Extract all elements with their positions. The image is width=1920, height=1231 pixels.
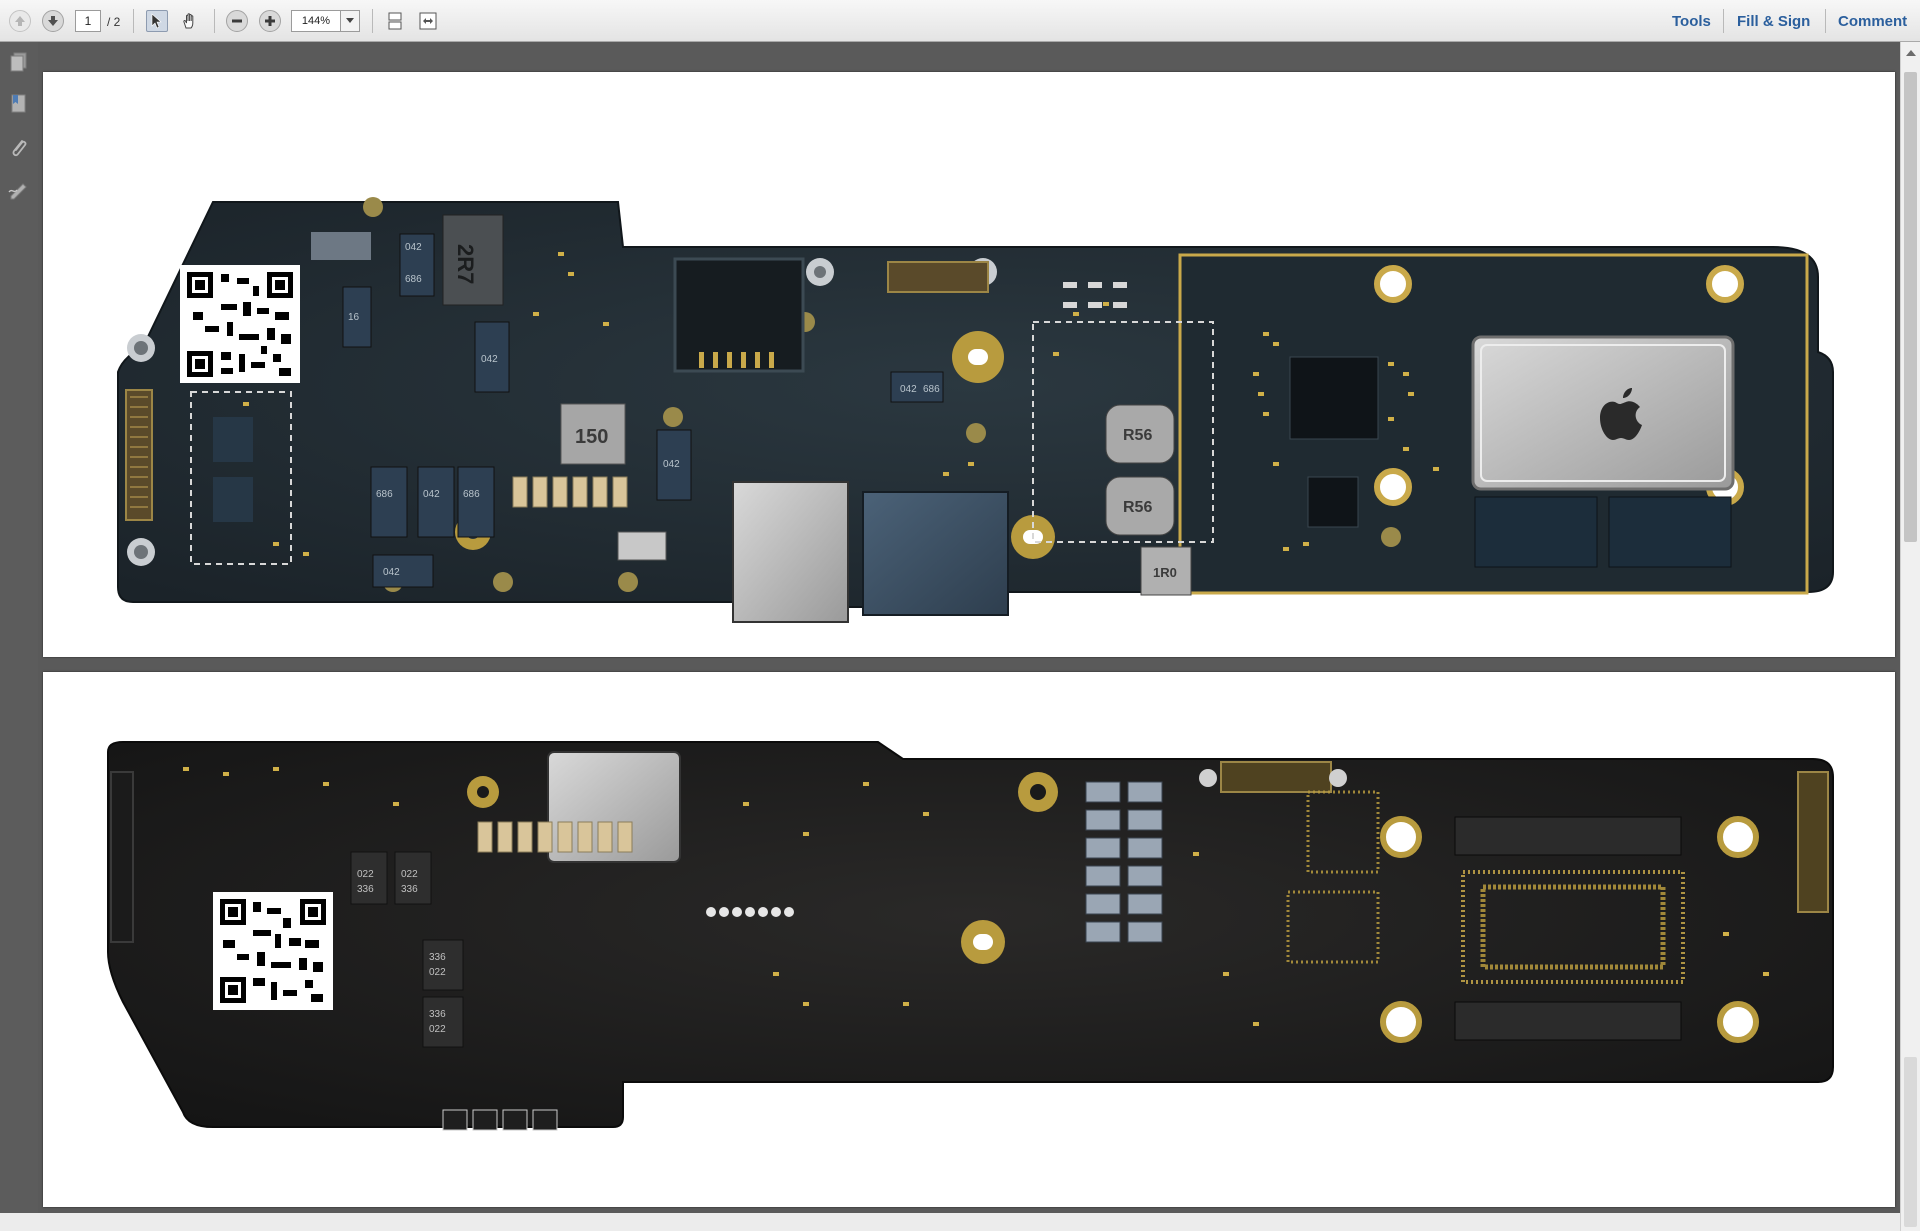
zoom-dropdown-button[interactable] [341, 10, 360, 32]
component-label: 042 [383, 567, 400, 578]
scrolling-mode-button[interactable] [384, 10, 406, 32]
inductor-label: R56 [1123, 427, 1152, 444]
inductor-label: 2R7 [453, 244, 478, 284]
document-page-2: 022 336 022 336 336 022 336 022 [43, 672, 1895, 1207]
component-label: 022 [357, 869, 374, 880]
next-page-button[interactable] [42, 10, 64, 32]
component-label: 042 [405, 242, 422, 253]
status-strip [0, 1213, 1920, 1231]
bookmark-icon [11, 94, 26, 113]
toolbar-divider [1723, 9, 1724, 33]
component-label: 16 [348, 312, 360, 323]
paperclip-icon [12, 140, 27, 157]
component-label: 042 [423, 489, 440, 500]
arrow-down-icon [48, 16, 58, 26]
toolbar-divider [372, 9, 373, 33]
bookmarks-button[interactable] [7, 92, 31, 116]
component-label: 022 [401, 869, 418, 880]
logic-board-top-photo: 042 686 2R7 16 042 150 042 686 042 686 0… [117, 197, 1834, 623]
document-viewport[interactable]: 042 686 2R7 16 042 150 042 686 042 686 0… [38, 42, 1900, 1231]
minus-icon [232, 19, 242, 23]
previous-page-button[interactable] [9, 10, 31, 32]
comment-link[interactable]: Comment [1838, 13, 1908, 30]
component-label: 336 [357, 884, 374, 895]
tools-link[interactable]: Tools [1672, 13, 1711, 30]
pages-icon [10, 52, 27, 72]
logic-board-bottom-photo: 022 336 022 336 336 022 336 022 [107, 741, 1834, 1131]
toolbar-divider [1825, 9, 1826, 33]
navigation-pane [0, 42, 39, 1231]
signature-pen-icon [8, 183, 27, 200]
fit-page-button[interactable] [417, 10, 439, 32]
component-label: 042 [663, 459, 680, 470]
page-number-input[interactable]: 1 [75, 10, 101, 32]
scroll-up-icon[interactable] [1906, 50, 1916, 56]
component-label: 022 [429, 1024, 446, 1035]
toolbar-divider [214, 9, 215, 33]
zoom-level-input[interactable]: 144% [291, 10, 341, 32]
inductor-label: R56 [1123, 499, 1152, 516]
toolbar-divider [133, 9, 134, 33]
scrollbar-thumb[interactable] [1904, 72, 1917, 542]
component-label: 022 [429, 967, 446, 978]
component-label: 336 [429, 952, 446, 963]
component-label: 336 [429, 1009, 446, 1020]
signatures-button[interactable] [7, 178, 31, 202]
plus-icon [265, 16, 275, 26]
page-scroll-icon [388, 12, 402, 30]
component-label: 042 [481, 354, 498, 365]
component-label: 686 [463, 489, 480, 500]
component-label: 336 [401, 884, 418, 895]
qr-code-sticker [180, 265, 300, 383]
scrollbar-track-lower[interactable] [1904, 1057, 1917, 1227]
attachments-button[interactable] [7, 136, 31, 160]
component-label: 686 [923, 384, 940, 395]
zoom-out-button[interactable] [226, 10, 248, 32]
qr-code-sticker [213, 892, 333, 1010]
component-label: 686 [405, 274, 422, 285]
toolbar: 1 / 2 144% Tools Fill & Sign Comment [0, 0, 1920, 42]
hand-tool-button[interactable] [179, 10, 201, 32]
apple-logo-icon [1600, 388, 1642, 440]
component-label: 042 [900, 384, 917, 395]
chevron-down-icon [346, 18, 354, 23]
hand-icon [183, 13, 194, 29]
arrow-up-icon [15, 16, 25, 26]
select-tool-button[interactable] [146, 10, 168, 32]
page-thumbnails-button[interactable] [7, 50, 31, 74]
vertical-scrollbar[interactable] [1900, 42, 1920, 1231]
component-label: 686 [376, 489, 393, 500]
fit-page-icon [419, 12, 437, 30]
fill-sign-link[interactable]: Fill & Sign [1737, 13, 1811, 30]
page-total: / 2 [107, 15, 121, 29]
inductor-label: 1R0 [1153, 565, 1177, 580]
cursor-arrow-icon [151, 13, 162, 29]
zoom-in-button[interactable] [259, 10, 281, 32]
document-page-1: 042 686 2R7 16 042 150 042 686 042 686 0… [43, 72, 1895, 657]
inductor-label: 150 [575, 426, 608, 448]
